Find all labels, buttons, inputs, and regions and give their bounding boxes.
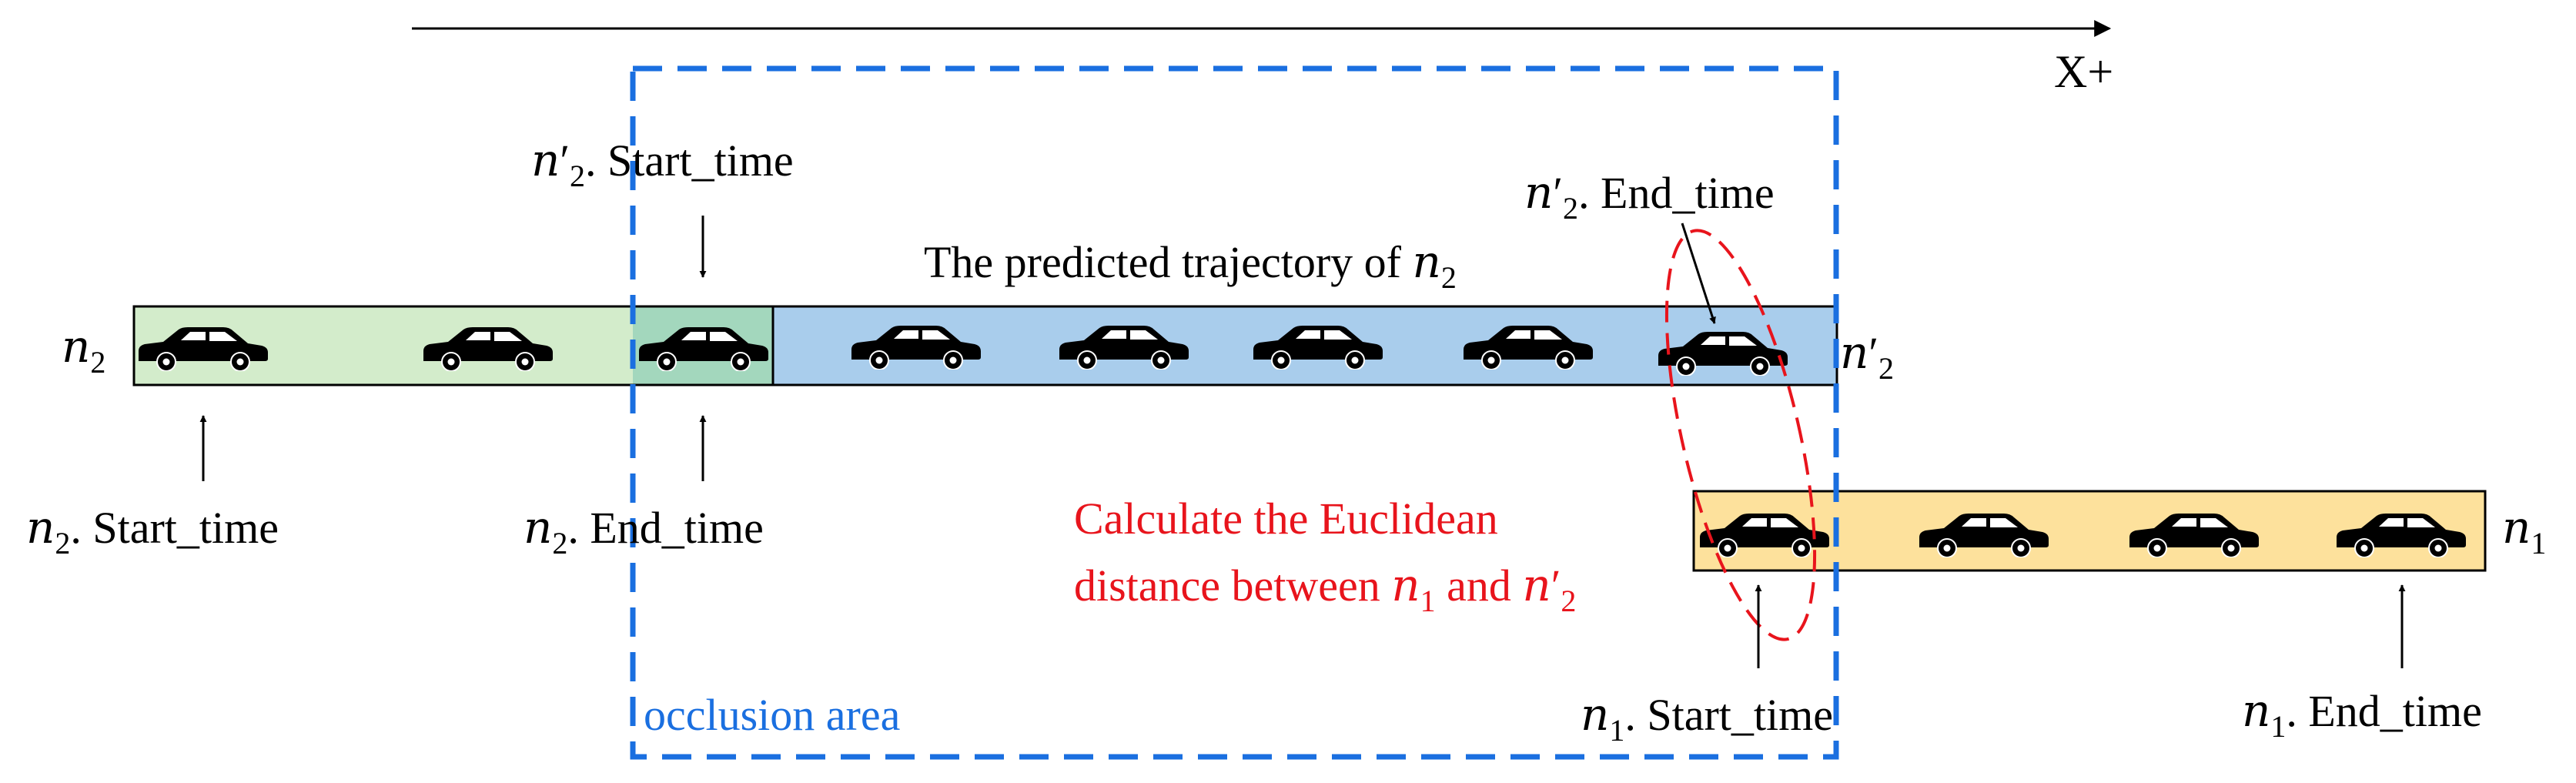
n2-end-time-label: n2. End_time	[524, 501, 764, 560]
predicted-trajectory-caption: The predicted trajectory of n2	[924, 236, 1457, 295]
occlusion-area-label: occlusion area	[644, 690, 900, 740]
n2-prime-end-time-label: n′2. End_time	[1524, 166, 1775, 226]
n2-prime-start-time-label: n′2. Start_time	[531, 134, 794, 193]
distance-highlight-ellipse	[1664, 229, 1817, 641]
euclidean-annotation-line1: Calculate the Euclidean	[1074, 494, 1498, 544]
n2-prime-end-arrow	[1681, 223, 1716, 324]
n1-start-time-label: n1. Start_time	[1581, 688, 1833, 748]
euclidean-annotation-line2: distance between n1 and n′2	[1074, 559, 1576, 618]
n2-row-label: n2	[62, 320, 105, 380]
n2-start-time-label: n2. Start_time	[26, 501, 279, 560]
occlusion-area-box	[630, 65, 1839, 760]
x-axis-label: X+	[2054, 46, 2113, 97]
n2-prime-row-label: n′2	[1840, 326, 1894, 386]
n1-row-label: n1	[2502, 501, 2546, 560]
n1-end-time-label: n1. End_time	[2242, 684, 2482, 744]
